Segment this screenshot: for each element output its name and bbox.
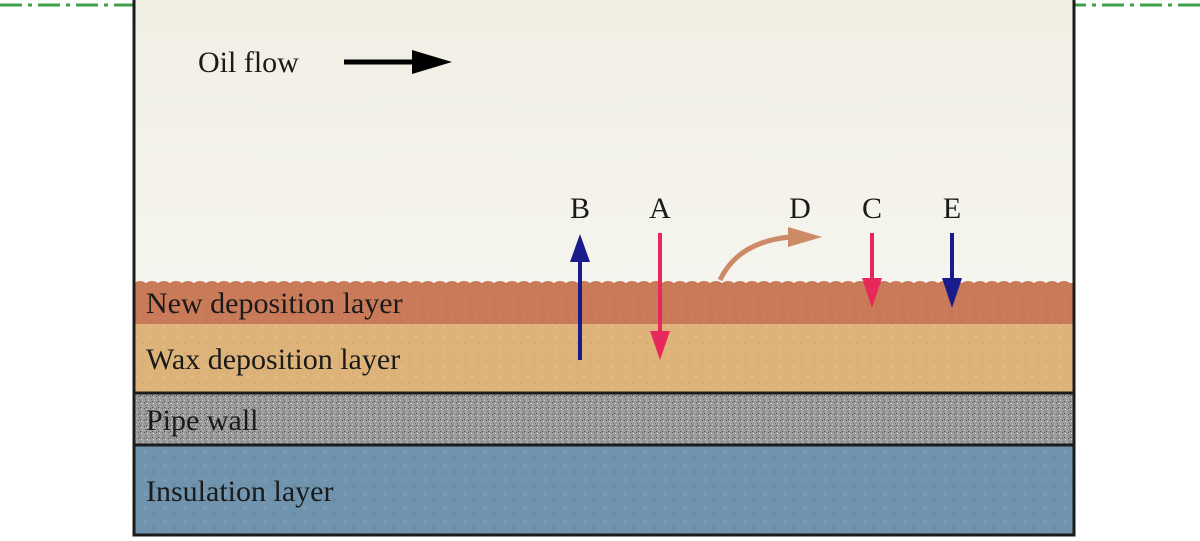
marker-d-label: D — [789, 192, 811, 225]
marker-c-label: C — [862, 192, 882, 225]
arrow-a-head-icon — [650, 331, 670, 360]
new-deposition-layer-band — [134, 281, 1074, 324]
marker-a-label: A — [649, 192, 671, 225]
oil-flow-arrow-head-icon — [412, 50, 452, 74]
new-deposition-layer-label: New deposition layer — [146, 287, 403, 320]
oil-flow-label: Oil flow — [198, 46, 299, 79]
arrow-e-head-icon — [942, 278, 962, 308]
arrow-c-head-icon — [862, 278, 882, 308]
marker-e-label: E — [943, 192, 961, 225]
marker-b-label: B — [570, 192, 590, 225]
wax-deposition-layer-label: Wax deposition layer — [146, 343, 400, 376]
arrow-d-head-icon — [788, 227, 822, 247]
pipe-wall-band — [134, 394, 1074, 444]
insulation-layer-label: Insulation layer — [146, 475, 333, 508]
oil-region — [134, 0, 1074, 282]
arrow-d-shaft — [717, 234, 791, 282]
pipe-wall-label: Pipe wall — [146, 404, 259, 437]
insulation-layer-band — [134, 446, 1074, 534]
arrow-b-head-icon — [570, 234, 590, 262]
outer-frame — [132, 0, 1076, 537]
wax-deposition-layer-band — [134, 324, 1074, 392]
